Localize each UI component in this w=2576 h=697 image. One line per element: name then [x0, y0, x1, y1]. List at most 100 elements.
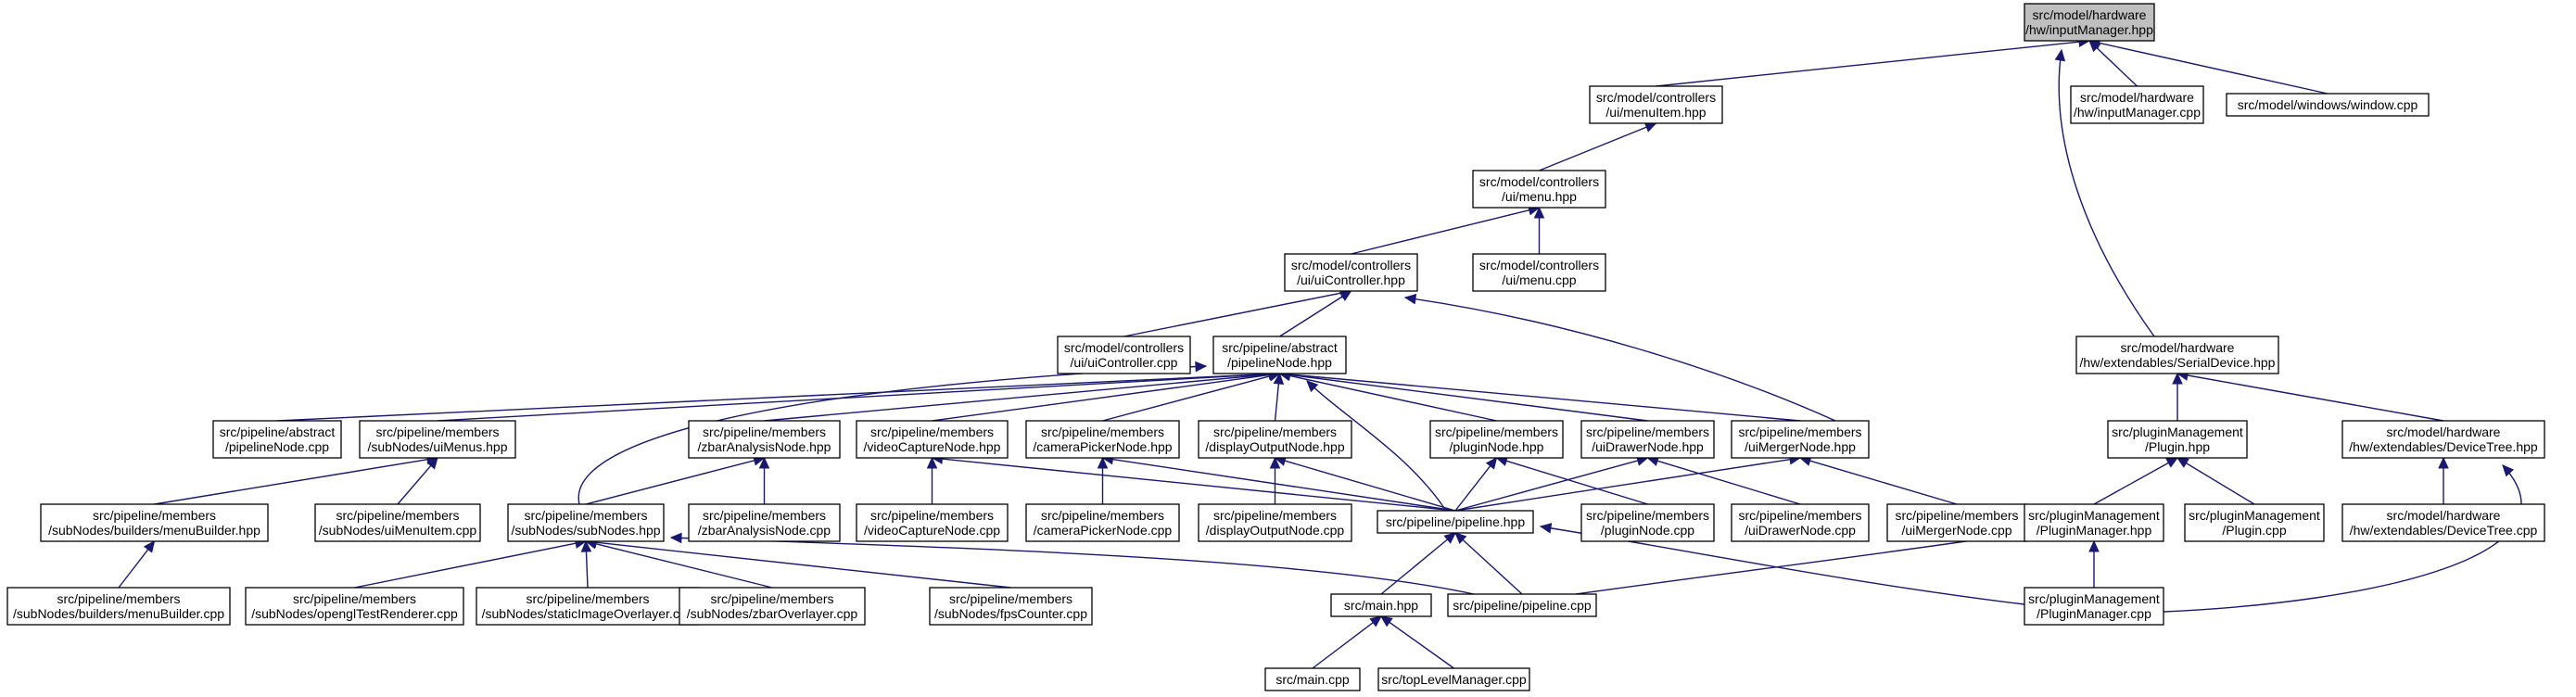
node-label-line: src/pipeline/members [949, 591, 1072, 606]
node-box [1472, 170, 1606, 209]
node-uiMergerNode-cpp[interactable]: src/pipeline/members/uiMergerNode.cpp [1886, 503, 2027, 542]
node-fpsCounter-cpp[interactable]: src/pipeline/members/subNodes/fpsCounter… [929, 587, 1093, 626]
node-menuBuilder-hpp[interactable]: src/pipeline/members/subNodes/builders/m… [40, 503, 269, 542]
node-window-cpp[interactable]: src/model/windows/window.cpp [2226, 93, 2430, 117]
edge-arrowhead [1195, 361, 1208, 373]
node-label-line: src/model/controllers [1596, 90, 1716, 105]
edge-arrowhead [2088, 539, 2100, 552]
node-PluginManager-cpp[interactable]: src/pluginManagement/PluginManager.cpp [2024, 587, 2164, 626]
node-pluginNode-hpp[interactable]: src/pipeline/members/pluginNode.hpp [1429, 420, 1564, 459]
edge-arrowhead [669, 532, 682, 544]
node-menuItem-hpp[interactable]: src/model/controllers/ui/menuItem.hpp [1589, 85, 1723, 124]
node-uiController-cpp[interactable]: src/model/controllers/ui/uiController.cp… [1057, 336, 1191, 374]
node-staticImageOverlayer-cpp[interactable]: src/pipeline/members/subNodes/staticImag… [476, 587, 700, 626]
edge-line [594, 542, 773, 589]
node-box [1580, 503, 1715, 542]
edge-line [2098, 42, 2329, 95]
edge-arrowhead [2054, 48, 2066, 62]
edge-arrowhead [2176, 457, 2189, 468]
node-DeviceTree-cpp[interactable]: src/model/hardware/hw/extendables/Device… [2341, 503, 2545, 542]
node-openglTestRenderer-cpp[interactable]: src/pipeline/members/subNodes/openglTest… [245, 587, 464, 626]
node-label-line: src/pipeline/members [1041, 508, 1164, 523]
node-displayOutputNode-cpp[interactable]: src/pipeline/members/displayOutputNode.c… [1198, 503, 1352, 542]
node-uiDrawerNode-hpp[interactable]: src/pipeline/members/uiDrawerNode.hpp [1580, 420, 1715, 459]
edge-line [585, 550, 589, 589]
node-layer: src/model/hardware/hw/inputManager.hppsr… [6, 3, 2545, 691]
node-topLevelManager-cpp[interactable]: src/topLevelManager.cpp [1377, 667, 1530, 691]
node-uiMenuItem-cpp[interactable]: src/pipeline/members/subNodes/uiMenuItem… [314, 503, 481, 542]
edge-videoCaptureNode-cpp-to-videoCaptureNode-hpp [926, 456, 938, 504]
node-inputManager-cpp[interactable]: src/model/hardware/hw/inputManager.cpp [2070, 85, 2204, 124]
edge-DeviceTree-hpp-to-SerialDevice-hpp [2176, 370, 2444, 422]
edge-arrowhead [1097, 456, 1109, 469]
node-box [1198, 420, 1352, 459]
node-pipeline-cpp[interactable]: src/pipeline/pipeline.cpp [1447, 593, 1597, 617]
node-zbarAnalysisNode-hpp[interactable]: src/pipeline/members/zbarAnalysisNode.hp… [688, 420, 841, 459]
node-zbarAnalysisNode-cpp[interactable]: src/pipeline/members/zbarAnalysisNode.cp… [688, 503, 841, 542]
node-cameraPickerNode-cpp[interactable]: src/pipeline/members/cameraPickerNode.cp… [1025, 503, 1180, 542]
node-SerialDevice-hpp[interactable]: src/model/hardware/hw/extendables/Serial… [2075, 336, 2279, 374]
node-label-line: /subNodes/openglTestRenderer.cpp [251, 606, 458, 621]
node-label-line: src/topLevelManager.cpp [1381, 672, 1527, 687]
edge-main-hpp-to-pipeline-hpp [1380, 532, 1456, 595]
edge-arrowhead [2438, 456, 2449, 469]
node-cameraPickerNode-hpp[interactable]: src/pipeline/members/cameraPickerNode.hp… [1025, 420, 1180, 459]
node-label-line: src/pipeline/abstract [1222, 340, 1338, 355]
edge-Plugin-hpp-to-SerialDevice-hpp [2172, 372, 2183, 421]
node-PluginManager-hpp[interactable]: src/pluginManagement/PluginManager.hpp [2024, 503, 2164, 542]
node-videoCaptureNode-hpp[interactable]: src/pipeline/members/videoCaptureNode.hp… [856, 420, 1009, 459]
edge-arrowhead [1539, 523, 1553, 534]
node-label-line: /hw/extendables/DeviceTree.cpp [2350, 523, 2538, 538]
node-menu-hpp[interactable]: src/model/controllers/ui/menu.hpp [1472, 170, 1606, 209]
edge-subNodes-hpp-to-zbarAnalysisNode-hpp [585, 455, 766, 505]
edge-line [1312, 621, 1375, 669]
node-Plugin-cpp[interactable]: src/pluginManagement/Plugin.cpp [2184, 503, 2325, 542]
node-videoCaptureNode-cpp[interactable]: src/pipeline/members/videoCaptureNode.cp… [856, 503, 1009, 542]
edge-cameraPickerNode-cpp-to-cameraPickerNode-hpp [1097, 456, 1109, 504]
node-main-cpp[interactable]: src/main.cpp [1264, 667, 1361, 691]
node-DeviceTree-hpp[interactable]: src/model/hardware/hw/extendables/Device… [2341, 420, 2545, 459]
edge-displayOutputNode-cpp-to-displayOutputNode-hpp [1269, 456, 1281, 504]
node-subNodes-hpp[interactable]: src/pipeline/members/subNodes/subNodes.h… [507, 503, 665, 542]
node-pipeline-hpp[interactable]: src/pipeline/pipeline.hpp [1377, 510, 1534, 534]
node-main-hpp[interactable]: src/main.hpp [1330, 593, 1432, 617]
node-box [2024, 3, 2155, 42]
edge-fpsCounter-cpp-to-subNodes-hpp [584, 537, 1011, 589]
edge-line [1288, 374, 1648, 422]
node-Plugin-hpp[interactable]: src/pluginManagement/Plugin.hpp [2107, 420, 2248, 459]
node-pipelineNode-hpp[interactable]: src/pipeline/abstract/pipelineNode.hpp [1212, 336, 1347, 374]
edge-arrowhead [2172, 372, 2183, 385]
node-pipelineNode-cpp[interactable]: src/pipeline/abstract/pipelineNode.cpp [212, 420, 342, 459]
edge-arrowhead [1485, 457, 1498, 470]
node-menu-cpp[interactable]: src/model/controllers/ui/menu.cpp [1472, 253, 1606, 292]
node-displayOutputNode-hpp[interactable]: src/pipeline/members/displayOutputNode.h… [1198, 420, 1352, 459]
edge-menu-cpp-to-menu-hpp [1533, 206, 1545, 254]
edge-pluginNode-hpp-to-pipelineNode-hpp [1278, 370, 1497, 422]
node-uiDrawerNode-cpp[interactable]: src/pipeline/members/uiDrawerNode.cpp [1731, 503, 1870, 542]
node-uiMenus-hpp[interactable]: src/pipeline/members/subNodes/uiMenus.hp… [359, 420, 516, 459]
node-zbarOverlayer-cpp[interactable]: src/pipeline/members/subNodes/zbarOverla… [679, 587, 866, 626]
edge-pipelineNode-hpp-to-uiController-hpp [1279, 290, 1352, 337]
node-label-line: src/main.hpp [1344, 598, 1418, 613]
node-uiController-hpp[interactable]: src/model/controllers/ui/uiController.hp… [1284, 253, 1418, 292]
edge-line [932, 374, 1271, 422]
node-label-line: /PluginManager.cpp [2037, 606, 2151, 621]
node-menuBuilder-cpp[interactable]: src/pipeline/members/subNodes/builders/m… [6, 587, 231, 626]
node-label-line: src/pipeline/members [703, 425, 826, 439]
node-box [212, 420, 342, 459]
edge-pipeline-hpp-to-displayOutputNode-hpp [1274, 455, 1456, 512]
node-label-line: src/pipeline/members [1213, 508, 1337, 523]
node-pluginNode-cpp[interactable]: src/pipeline/members/pluginNode.cpp [1580, 503, 1715, 542]
node-label-line: /displayOutputNode.cpp [1206, 523, 1345, 538]
node-box [2070, 85, 2204, 124]
edge-line [1288, 374, 1497, 422]
node-box [2024, 587, 2164, 626]
edge-line [941, 458, 1456, 512]
node-box [2024, 503, 2164, 542]
edge-line [1283, 460, 1456, 512]
edge-uiDrawerNode-cpp-to-uiDrawerNode-hpp [1646, 455, 1801, 505]
edge-line [118, 548, 149, 589]
edge-arrowhead [2165, 457, 2179, 468]
edge-line [1808, 460, 1958, 505]
node-uiMergerNode-hpp[interactable]: src/pipeline/members/uiMergerNode.hpp [1731, 420, 1870, 459]
